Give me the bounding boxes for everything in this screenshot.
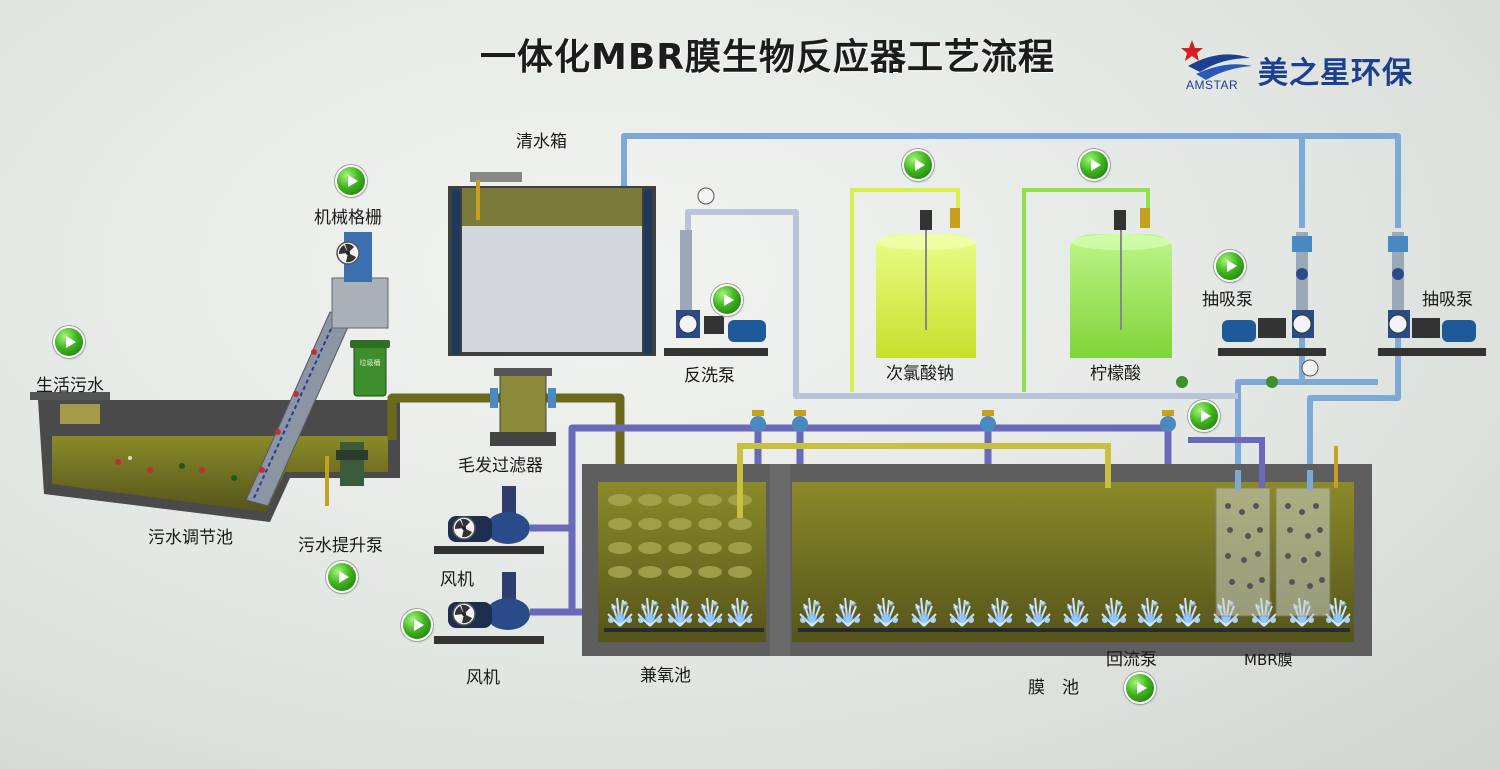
label-blower-2: 风机 — [466, 668, 500, 688]
clean-water-tank — [448, 172, 656, 356]
play-button-lift-pump[interactable] — [328, 563, 356, 591]
valves — [750, 410, 1176, 432]
play-button-citric-acid[interactable] — [1080, 151, 1108, 179]
backwash-pipe — [685, 209, 1238, 399]
sewage-inlet-pipe — [30, 392, 110, 400]
blower-2-icon — [434, 572, 544, 644]
mbr-membrane-module-icon — [1215, 487, 1331, 617]
suction-pump-2-icon — [1378, 232, 1486, 356]
label-hair-filter: 毛发过滤器 — [458, 456, 543, 476]
mechanical-screen-icon — [245, 232, 389, 507]
label-regulation-tank: 污水调节池 — [148, 528, 233, 548]
play-button-domestic-sewage[interactable] — [55, 328, 83, 356]
suction-pump-1-icon — [1218, 232, 1326, 356]
label-backwash-pump: 反洗泵 — [684, 366, 735, 386]
regulation-tank — [38, 400, 400, 522]
play-button-membrane-aeration[interactable] — [1190, 402, 1218, 430]
naclo-tank-icon — [876, 208, 976, 358]
label-clean-water-tank: 清水箱 — [516, 132, 567, 152]
label-membrane-tank: 膜 池 — [1028, 678, 1079, 698]
citric-tank-icon — [1070, 208, 1172, 358]
pressure-gauge-icon — [1176, 359, 1319, 388]
backwash-pump-icon — [664, 187, 768, 356]
label-domestic-sewage: 生活污水 — [36, 376, 104, 396]
naclo-dosing-line — [850, 188, 960, 392]
garbage-bin-label: 垃圾桶 — [360, 358, 381, 367]
label-anoxic-tank: 兼氧池 — [640, 666, 691, 686]
play-button-reflux-pump[interactable] — [1126, 674, 1154, 702]
play-button-suction-pump[interactable] — [1216, 252, 1244, 280]
hair-filter-icon — [490, 368, 556, 446]
amstar-logo-icon — [1181, 40, 1252, 80]
sewage-foam-icon — [60, 404, 100, 424]
bio-tank — [582, 437, 1372, 656]
blower-1-icon — [434, 486, 544, 554]
reflux-pipe — [737, 443, 1111, 518]
play-button-backwash-pump[interactable] — [713, 286, 741, 314]
label-blower-1: 风机 — [440, 570, 474, 590]
label-mechanical-screen: 机械格栅 — [314, 208, 382, 228]
play-button-blower[interactable] — [403, 611, 431, 639]
membrane-scour-pipe — [1188, 437, 1265, 488]
garbage-bin-icon — [350, 340, 390, 397]
level-sensor-icon — [1334, 446, 1338, 488]
brand-sub: AMSTAR — [1186, 78, 1239, 92]
lift-pump-icon — [325, 442, 368, 506]
brand-name: 美之星环保 — [1258, 56, 1413, 91]
debris-dots — [115, 456, 237, 481]
label-citric-acid: 柠檬酸 — [1090, 364, 1141, 384]
label-mbr-membrane: MBR膜 — [1244, 651, 1293, 669]
label-suction-pump-1: 抽吸泵 — [1202, 290, 1253, 310]
anoxic-media — [608, 494, 752, 578]
play-button-mechanical-screen[interactable] — [337, 167, 365, 195]
label-lift-pump: 污水提升泵 — [298, 536, 383, 556]
label-suction-pump-2: 抽吸泵 — [1422, 290, 1473, 310]
page-title: 一体化MBR膜生物反应器工艺流程 — [480, 37, 1055, 78]
play-button-sodium-hypochlorite[interactable] — [904, 151, 932, 179]
label-sodium-hypochlorite: 次氯酸钠 — [886, 364, 954, 384]
citric-dosing-line — [1022, 188, 1150, 392]
label-reflux-pump: 回流泵 — [1106, 650, 1157, 670]
